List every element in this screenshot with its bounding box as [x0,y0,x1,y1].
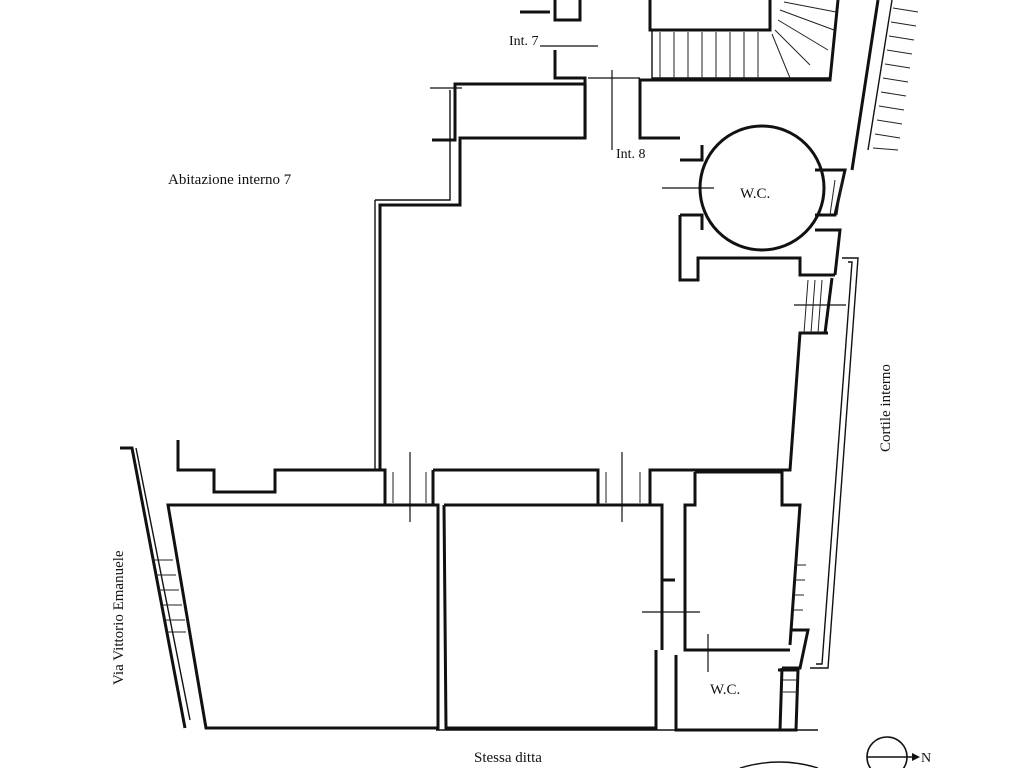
wc-lower-label: W.C. [710,682,740,698]
stessa-label: Stessa ditta [474,750,542,766]
via-label: Via Vittorio Emanuele [111,550,127,685]
north-arrow: N [866,736,931,768]
north-label: N [921,751,931,766]
cortile-strip [648,257,859,669]
right-exterior-wall [850,0,919,171]
int7-label: Int. 7 [509,34,539,49]
upper-room [374,70,642,470]
top-staircase [520,0,840,140]
lower-middle-room [442,503,700,730]
abitazione-label: Abitazione interno 7 [168,172,292,188]
int8-label: Int. 8 [616,147,646,162]
bottom-arc [739,761,819,768]
wc-upper-label: W.C. [740,186,770,202]
lower-left-room [120,446,440,730]
upper-wc [662,124,847,282]
middle-corridor [176,440,648,522]
lower-right-room [683,470,810,670]
cortile-label: Cortile interno [878,364,894,452]
